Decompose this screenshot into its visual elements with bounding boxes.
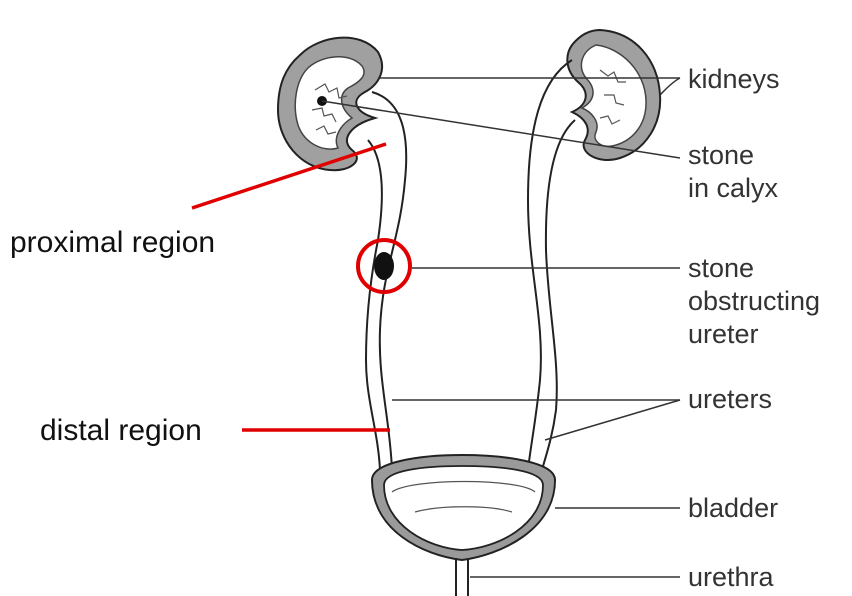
label-stone-calyx-1: stone <box>688 140 754 170</box>
right-kidney <box>567 30 660 160</box>
urethra <box>456 558 468 596</box>
label-stone-obstruct-2: obstructing <box>688 286 820 316</box>
leader-kidneys-right <box>660 78 680 95</box>
label-stone-calyx-2: in calyx <box>688 173 779 203</box>
annotation-distal-region: distal region <box>40 414 202 447</box>
label-stone-obstruct-1: stone <box>688 253 754 283</box>
proximal-pointer <box>192 144 386 208</box>
obstructing-stone <box>374 252 394 280</box>
red-annotations <box>192 144 410 430</box>
leader-ureters-right <box>545 400 680 440</box>
annotation-proximal-region: proximal region <box>10 226 215 259</box>
label-urethra: urethra <box>688 562 775 592</box>
label-kidneys: kidneys <box>688 64 780 94</box>
label-bladder: bladder <box>688 493 778 523</box>
label-stone-obstruct-3: ureter <box>688 319 759 349</box>
right-ureter <box>528 60 575 470</box>
bladder <box>372 455 555 560</box>
label-ureters: ureters <box>688 384 772 414</box>
